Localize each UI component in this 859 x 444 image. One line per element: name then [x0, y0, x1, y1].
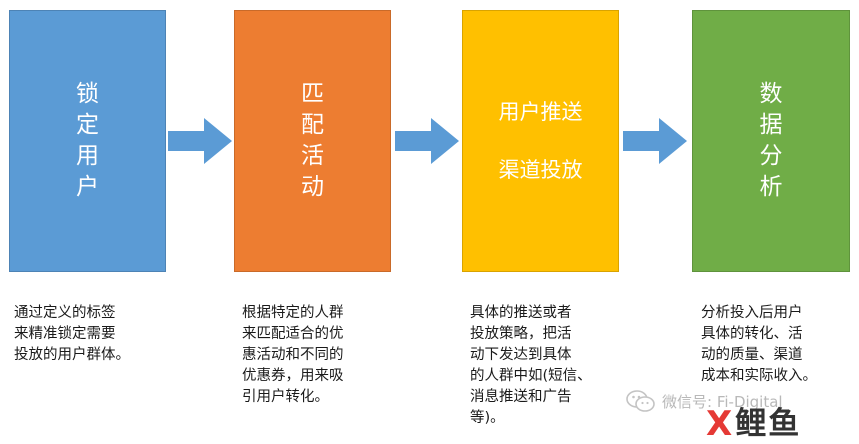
label-char: 析 — [759, 174, 783, 200]
step-box-match-activities: 匹 配 活 动 — [234, 10, 391, 272]
liyu-logo: X 鲤鱼 — [706, 406, 801, 443]
wechat-watermark: 微信号: Fi-Digital — [626, 386, 783, 416]
step-label: 锁 定 用 户 — [76, 79, 99, 203]
label-char: 用 — [76, 143, 99, 169]
description-line: 来精准锁定需要 — [14, 326, 116, 342]
description-line: 通过定义的标签 — [14, 305, 116, 321]
step-description: 具体的推送或者 投放策略，把活 动下发达到具体 的人群中如(短信、 消息推送和广… — [470, 303, 592, 429]
label-char: 数 — [759, 81, 783, 107]
arrow-shape — [168, 118, 232, 164]
description-line: 等)。 — [470, 410, 505, 426]
label-char: 定 — [76, 112, 99, 138]
description-line: 具体的转化、活 — [701, 326, 803, 342]
step-label: 数 据 分 析 — [760, 79, 783, 203]
label-line: 用户推送 — [498, 100, 583, 124]
description-line: 投放策略，把活 — [470, 326, 572, 342]
description-line: 投放的用户群体。 — [14, 347, 130, 363]
arrow-shape — [395, 118, 459, 164]
description-line: 根据特定的人群 — [242, 305, 344, 321]
description-line: 惠活动和不同的 — [242, 347, 344, 363]
step-box-push-channels: 用户推送 渠道投放 — [462, 10, 619, 272]
description-line: 动的质量、渠道 — [701, 347, 803, 363]
description-line: 成本和实际收入。 — [701, 368, 817, 384]
watermark-text: 微信号: Fi-Digital — [662, 392, 783, 411]
step-box-lock-users: 锁 定 用 户 — [9, 10, 166, 272]
description-line: 优惠券，用来吸 — [242, 368, 344, 384]
description-line: 来匹配适合的优 — [242, 326, 344, 342]
step-description: 根据特定的人群 来匹配适合的优 惠活动和不同的 优惠券，用来吸 引用户转化。 — [242, 303, 344, 408]
description-line: 的人群中如(短信、 — [470, 368, 592, 384]
logo-text: 鲤鱼 — [735, 406, 802, 442]
label-char: 匹 — [301, 81, 324, 107]
arrow-shape — [623, 118, 687, 164]
label-char: 配 — [301, 112, 324, 138]
step-label: 匹 配 活 动 — [301, 79, 324, 203]
arrow-right-icon — [395, 118, 459, 164]
arrow-right-icon — [623, 118, 687, 164]
label-char: 活 — [301, 143, 324, 169]
arrow-right-icon — [168, 118, 232, 164]
step-description: 分析投入后用户 具体的转化、活 动的质量、渠道 成本和实际收入。 — [701, 303, 817, 387]
step-label: 用户推送 渠道投放 — [499, 97, 583, 185]
label-char: 动 — [301, 174, 324, 200]
label-char: 锁 — [76, 81, 99, 107]
description-line: 动下发达到具体 — [470, 347, 572, 363]
label-char: 据 — [759, 112, 783, 138]
label-char: 户 — [76, 174, 99, 200]
label-line: 渠道投放 — [498, 158, 583, 182]
description-line: 消息推送和广告 — [470, 389, 572, 405]
wechat-icon — [626, 390, 655, 412]
logo-mark: X — [706, 404, 733, 444]
step-description: 通过定义的标签 来精准锁定需要 投放的用户群体。 — [14, 303, 130, 366]
step-box-data-analysis: 数 据 分 析 — [692, 10, 850, 272]
description-line: 具体的推送或者 — [470, 305, 572, 321]
label-char: 分 — [759, 143, 783, 169]
description-line: 分析投入后用户 — [701, 305, 803, 321]
description-line: 引用户转化。 — [242, 389, 329, 405]
